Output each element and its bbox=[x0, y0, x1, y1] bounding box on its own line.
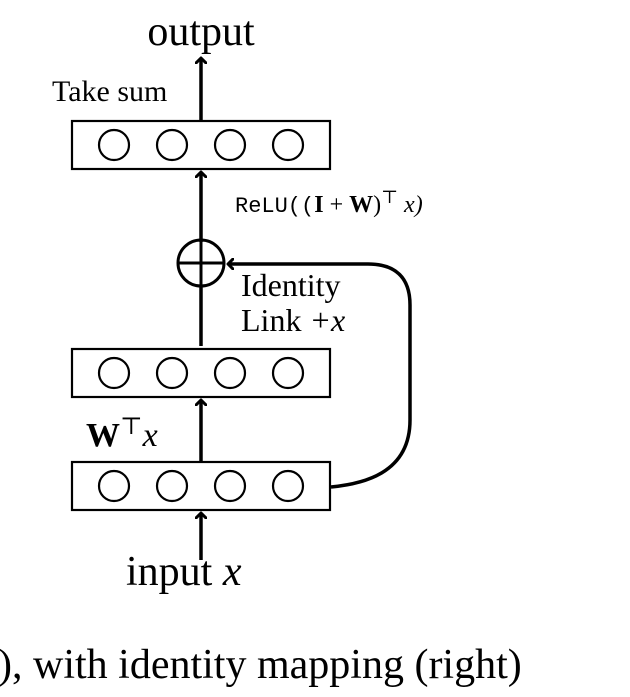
wtx-sup: ⊤ bbox=[120, 414, 143, 440]
input-label-x: x bbox=[222, 549, 242, 595]
identity-label-line2: Link +x bbox=[241, 302, 345, 338]
bottom-layer-box bbox=[70, 460, 332, 512]
neuron bbox=[97, 356, 131, 390]
relu-I: I bbox=[314, 192, 323, 218]
input-label-text: input bbox=[126, 549, 223, 595]
bottom-layer bbox=[70, 460, 332, 512]
top-layer bbox=[70, 119, 332, 171]
neuron bbox=[155, 128, 189, 162]
middle-layer-box bbox=[70, 347, 332, 399]
wtx-x: x bbox=[142, 417, 158, 454]
identity-label-line1: Identity bbox=[241, 267, 341, 303]
relu-x: x) bbox=[398, 192, 423, 218]
take-sum-label: Take sum bbox=[52, 75, 167, 108]
neuron bbox=[213, 469, 247, 503]
identity-label-text: Link bbox=[241, 302, 309, 338]
wtx-W: W bbox=[86, 417, 120, 454]
identity-link-path bbox=[228, 264, 412, 489]
middle-layer bbox=[70, 347, 332, 399]
figure-caption: ), with identity mapping (right) bbox=[0, 642, 522, 688]
relu-W: W bbox=[349, 192, 373, 218]
neuron bbox=[213, 128, 247, 162]
input-label: input x bbox=[126, 549, 242, 595]
wtx-label: W⊤x bbox=[86, 414, 158, 454]
neuron bbox=[155, 356, 189, 390]
relu-close: ) bbox=[373, 192, 381, 218]
neuron bbox=[155, 469, 189, 503]
relu-plus: + bbox=[324, 192, 350, 218]
neuron bbox=[271, 356, 305, 390]
relu-label: ReLU((I + W)⊤ x) bbox=[235, 187, 423, 219]
neuron bbox=[97, 469, 131, 503]
neuron bbox=[213, 356, 247, 390]
relu-prefix: ReLU(( bbox=[235, 194, 314, 219]
neuron bbox=[271, 128, 305, 162]
identity-label-math: +x bbox=[309, 302, 345, 338]
sum-node bbox=[176, 238, 226, 288]
neuron bbox=[97, 128, 131, 162]
neuron bbox=[271, 469, 305, 503]
relu-sup: ⊤ bbox=[381, 187, 398, 207]
output-label: output bbox=[147, 9, 255, 55]
top-layer-box bbox=[70, 119, 332, 171]
